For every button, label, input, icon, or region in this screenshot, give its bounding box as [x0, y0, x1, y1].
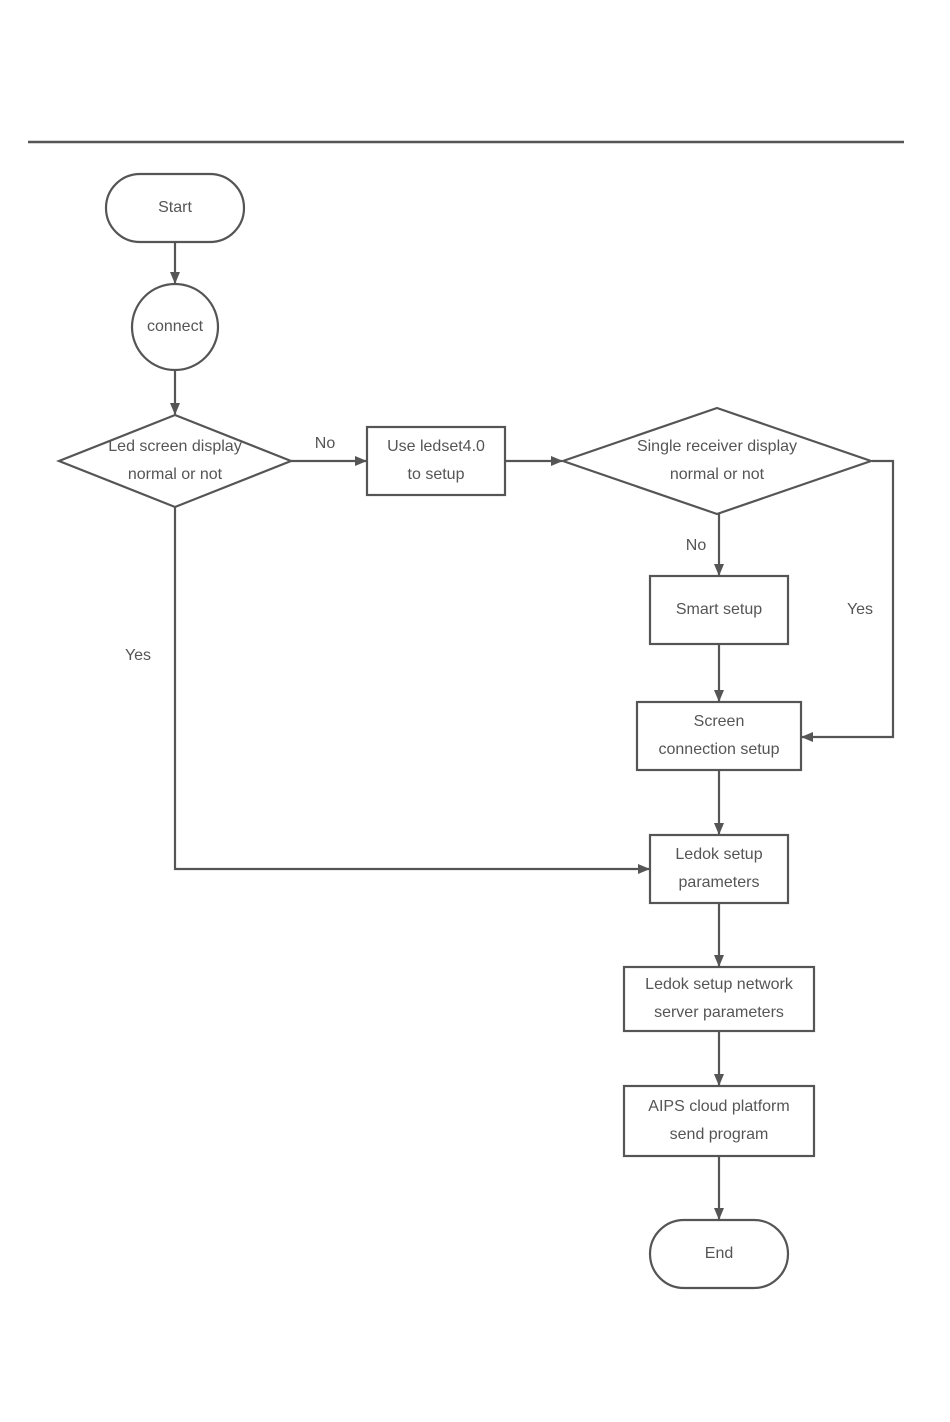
- node-end-label: End: [705, 1245, 733, 1262]
- node-led-check-label: Led screen display: [108, 438, 241, 455]
- edge-label-yes: Yes: [847, 601, 873, 618]
- node-connect-label: connect: [147, 318, 204, 335]
- node-ledok-params-shape: [650, 835, 788, 903]
- node-led-check: Led screen display normal or not: [59, 415, 291, 507]
- edge-led-check-to-ledok-params: [175, 507, 649, 869]
- node-screen-conn: Screen connection setup: [637, 702, 801, 770]
- edge-receiver-check-to-screen-conn: [802, 461, 893, 737]
- node-led-check-shape: [59, 415, 291, 507]
- node-led-check-label: normal or not: [128, 466, 223, 483]
- node-connect: connect: [132, 284, 218, 370]
- node-aips-shape: [624, 1086, 814, 1156]
- node-ledok-network: Ledok setup network server parameters: [624, 967, 814, 1031]
- node-smart-setup: Smart setup: [650, 576, 788, 644]
- node-screen-conn-label: connection setup: [659, 741, 780, 758]
- node-screen-conn-label: Screen: [694, 713, 745, 730]
- node-aips: AIPS cloud platform send program: [624, 1086, 814, 1156]
- node-start-label: Start: [158, 199, 192, 216]
- node-receiver-check: Single receiver display normal or not: [563, 408, 871, 514]
- node-ledok-network-label: Ledok setup network: [645, 976, 794, 993]
- node-ledok-network-label: server parameters: [654, 1004, 784, 1021]
- node-ledset-label: to setup: [408, 466, 465, 483]
- node-ledok-params-label: Ledok setup: [675, 846, 762, 863]
- node-ledok-params: Ledok setup parameters: [650, 835, 788, 903]
- node-receiver-check-shape: [563, 408, 871, 514]
- node-ledok-params-label: parameters: [679, 874, 760, 891]
- node-ledset: Use ledset4.0 to setup: [367, 427, 505, 495]
- node-receiver-check-label: Single receiver display: [637, 438, 797, 455]
- node-smart-setup-label: Smart setup: [676, 601, 762, 618]
- node-ledset-shape: [367, 427, 505, 495]
- edge-label-no: No: [686, 537, 707, 554]
- edge-label-yes: Yes: [125, 647, 151, 664]
- node-start: Start: [106, 174, 244, 242]
- node-aips-label: AIPS cloud platform: [648, 1098, 789, 1115]
- node-screen-conn-shape: [637, 702, 801, 770]
- edge-label-no: No: [315, 435, 336, 452]
- node-ledset-label: Use ledset4.0: [387, 438, 485, 455]
- node-aips-label: send program: [670, 1126, 769, 1143]
- node-receiver-check-label: normal or not: [670, 466, 765, 483]
- node-end: End: [650, 1220, 788, 1288]
